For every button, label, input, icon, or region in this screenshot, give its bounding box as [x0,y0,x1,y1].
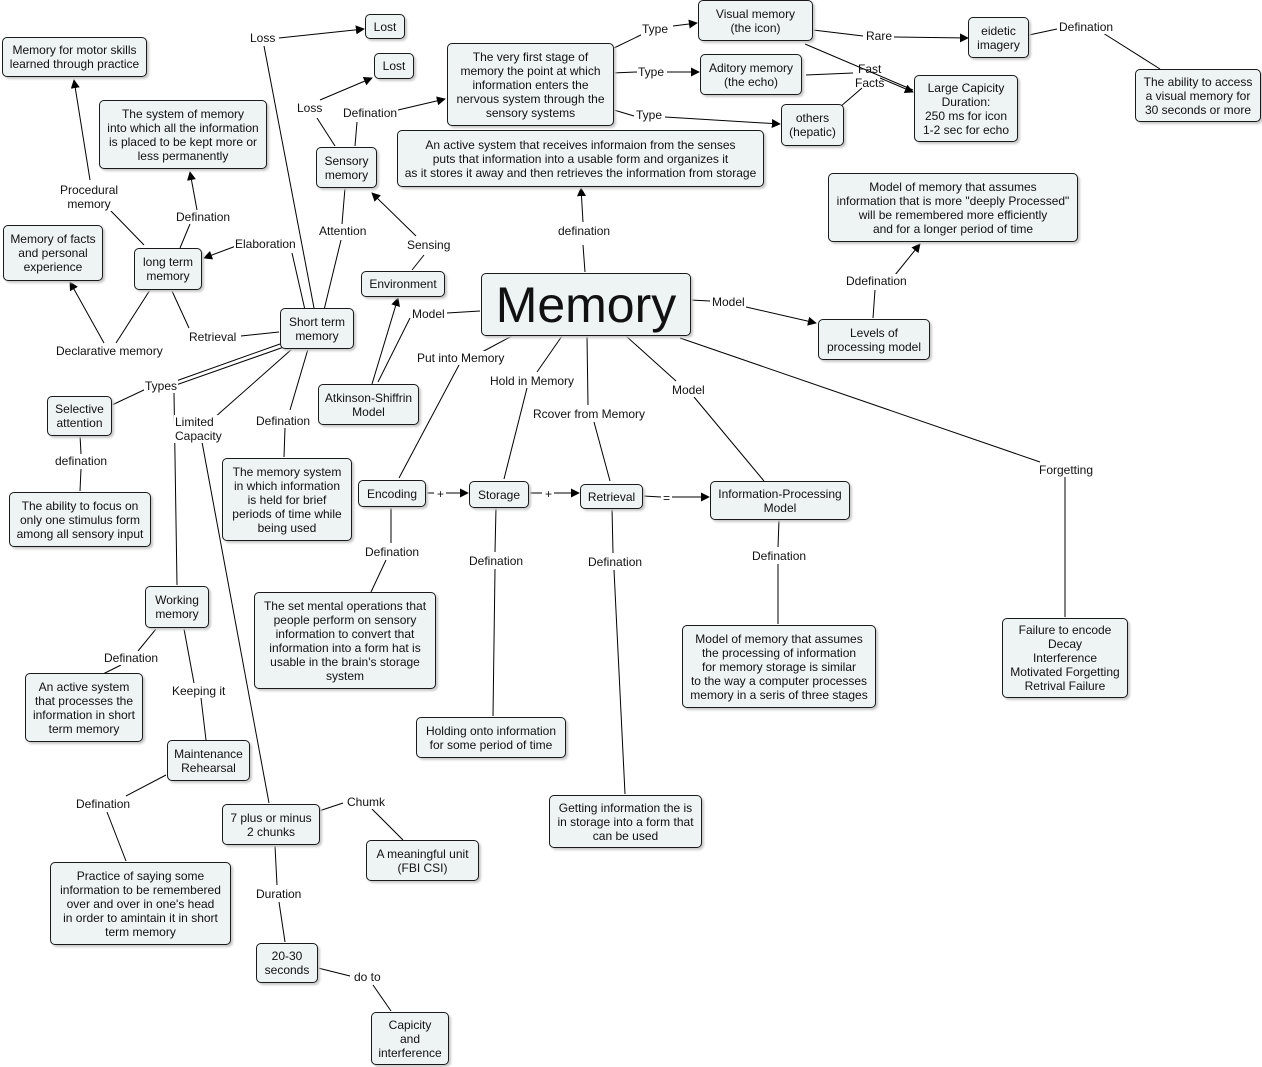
motor-skills-node[interactable]: Memory for motor skills learned through … [2,37,147,77]
label-defination-stm: Defination [255,414,312,428]
others-node[interactable]: others (hepatic) [781,104,844,146]
selective-attention-node[interactable]: Selective attention [47,396,112,436]
label-defination-eidetic: Defination [1058,20,1115,34]
label-defination-ip: Defination [751,549,808,563]
maintenance-definition-node[interactable]: Practice of saying some information to b… [50,862,231,945]
auditory-memory-node[interactable]: Aditory memory (the echo) [700,54,802,95]
levels-definition-node[interactable]: Model of memory that assumes information… [828,173,1078,242]
label-equals: = [662,491,672,505]
chunk-definition-node[interactable]: A meaningful unit (FBI CSI) [366,840,479,881]
retrieval-definition-node[interactable]: Getting information the is in storage in… [549,795,702,848]
label-declarative-memory: Declarative memory [55,344,164,358]
label-rare: Rare [865,29,894,43]
label-chumk: Chumk [346,795,387,809]
label-keeping-it: Keeping it [171,684,227,698]
label-attention: Attention [318,224,368,238]
stm-definition-node[interactable]: The memory system in which information i… [222,458,352,541]
label-retrieval-link: Retrieval [188,330,238,344]
sensory-memory-node[interactable]: Sensory memory [316,147,377,188]
label-type-visual: Type [641,22,670,36]
label-defination-encoding: Defination [364,545,421,559]
working-definition-node[interactable]: An active system that processes the info… [25,673,143,742]
label-type-auditory: Type [637,65,666,79]
short-term-memory-node[interactable]: Short term memory [280,308,354,349]
label-elaboration: Elaboration [234,237,297,251]
label-forgetting: Forgetting [1038,463,1095,477]
label-type-others: Type [635,108,664,122]
storage-definition-node[interactable]: Holding onto information for some period… [416,717,566,758]
label-procedural-memory: Procedural memory [59,183,120,211]
label-types: Types [144,379,179,393]
lost-node-sensory[interactable]: Lost [374,53,414,79]
label-defination-selective: defination [54,454,109,468]
label-defination-ltm: Defination [175,210,232,224]
memory-definition-node[interactable]: An active system that receives informaio… [397,130,764,187]
eidetic-imagery-node[interactable]: eidetic imagery [968,17,1029,58]
label-duration: Duration [255,887,303,901]
atkinson-shiffrin-node[interactable]: Atkinson-Shiffrin Model [318,384,419,425]
label-defination-sensory: Defination [342,106,399,120]
large-capacity-node[interactable]: Large Capicity Duration: 250 ms for icon… [914,75,1018,142]
label-plus-storage-retrieval: + [544,487,554,501]
twenty-thirty-seconds-node[interactable]: 20-30 seconds [256,943,318,983]
capacity-interference-node[interactable]: Capicity and interference [371,1012,449,1065]
forgetting-causes-node[interactable]: Failure to encode Decay Interference Mot… [1002,618,1128,698]
label-put-into-memory: Put into Memory [416,351,506,365]
label-defination-maintenance: Defination [75,797,132,811]
lost-node-top[interactable]: Lost [365,14,405,39]
label-plus-encoding-storage: + [436,487,446,501]
working-memory-node[interactable]: Working memory [145,586,209,628]
label-loss-top: Loss [249,31,277,45]
retrieval-node[interactable]: Retrieval [580,484,643,509]
information-processing-definition-node[interactable]: Model of memory that assumes the process… [682,625,876,708]
label-sensing: Sensing [406,238,452,252]
encoding-definition-node[interactable]: The set mental operations that people pe… [254,592,436,689]
label-defination-storage: Defination [468,554,525,568]
sensory-definition-node[interactable]: The very first stage of memory the point… [447,43,614,126]
label-defination-working: Defination [103,651,160,665]
visual-memory-node[interactable]: Visual memory (the icon) [698,0,813,41]
label-recover-from-memory: Rcover from Memory [532,407,647,421]
maintenance-rehearsal-node[interactable]: Maintenance Rehearsal [167,740,250,781]
label-loss-sensory: Loss [296,101,324,115]
seven-chunks-node[interactable]: 7 plus or minus 2 chunks [222,804,320,845]
long-term-memory-node[interactable]: long term memory [134,248,202,290]
label-hold-in-memory: Hold in Memory [489,374,576,388]
eidetic-definition-node[interactable]: The ability to access a visual memory fo… [1135,69,1261,122]
information-processing-node[interactable]: Information-Processing Model [710,481,850,520]
label-limited-capacity: Limited Capacity [174,415,223,443]
label-defination-memory: defination [557,224,612,238]
label-model-ip: Model [671,383,706,397]
encoding-node[interactable]: Encoding [358,480,426,507]
selective-definition-node[interactable]: The ability to focus on only one stimulu… [9,492,151,547]
label-model-atkinson: Model [411,307,446,321]
storage-node[interactable]: Storage [469,481,529,508]
label-do-to: do to [353,970,382,984]
label-model-levels: Model [711,295,746,309]
label-ddefination-levels: Ddefination [845,274,908,288]
memory-central-node[interactable]: Memory [481,273,691,336]
label-fast-facts: Fast Facts [855,62,885,90]
long-term-definition-node[interactable]: The system of memory into which all the … [99,100,267,169]
levels-model-node[interactable]: Levels of processing model [818,319,930,360]
label-defination-retrieval: Defination [587,555,644,569]
environment-node[interactable]: Environment [361,271,445,297]
facts-experience-node[interactable]: Memory of facts and personal experience [3,225,103,281]
